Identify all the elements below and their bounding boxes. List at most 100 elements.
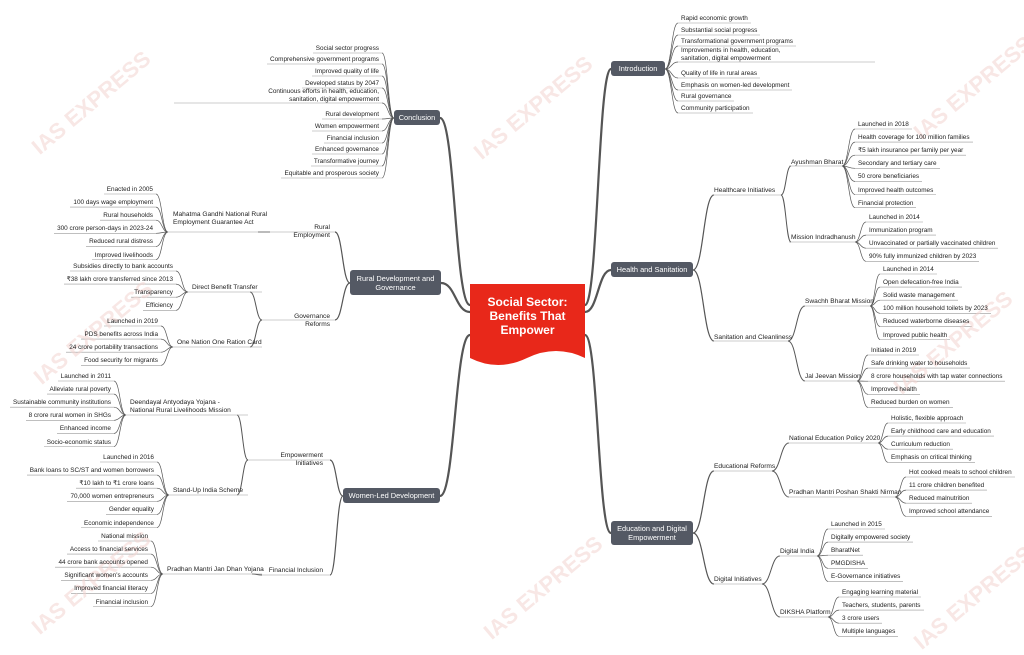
leaf-item[interactable]: Initiated in 2019 (871, 347, 916, 355)
leaf-item[interactable]: Health coverage for 100 million families (858, 134, 970, 142)
leaf-item[interactable]: Secondary and tertiary care (858, 160, 937, 168)
leaf-item[interactable]: Enhanced income (60, 425, 111, 433)
leaf-item[interactable]: Rapid economic growth (681, 15, 748, 23)
leaf-item[interactable]: Significant women's accounts (64, 572, 148, 580)
leaf-item[interactable]: 3 crore users (842, 615, 879, 623)
leaf-item[interactable]: Improved school attendance (909, 508, 989, 516)
leaf-item[interactable]: Efficiency (146, 302, 173, 310)
topic-rural-development-and-governance[interactable]: Rural Development and Governance (350, 270, 441, 295)
leaf-item[interactable]: PMGDISHA (831, 560, 865, 568)
leaf-item[interactable]: 11 crore children benefited (909, 482, 984, 490)
leaf-item[interactable]: Unvaccinated or partially vaccinated chi… (869, 240, 995, 248)
leaf-item[interactable]: Digitally empowered society (831, 534, 910, 542)
leaf-item[interactable]: 100 days wage employment (73, 199, 153, 207)
branch-financial-inclusion[interactable]: Financial Inclusion (268, 567, 323, 575)
branch-rural-employment[interactable]: Rural Employment (282, 224, 330, 240)
leaf-item[interactable]: Launched in 2014 (869, 214, 920, 222)
branch-ayushman-bharat[interactable]: Ayushman Bharat (791, 159, 843, 167)
leaf-item[interactable]: Equitable and prosperous society (285, 170, 380, 178)
leaf-item[interactable]: Rural households (103, 212, 153, 220)
leaf-item[interactable]: Improved public health (883, 332, 947, 340)
leaf-item[interactable]: PDS benefits across India (84, 331, 158, 339)
leaf-item[interactable]: Early childhood care and education (891, 428, 991, 436)
leaf-item[interactable]: 50 crore beneficiaries (858, 173, 919, 181)
leaf-item[interactable]: Financial inclusion (96, 599, 148, 607)
leaf-item[interactable]: Enacted in 2005 (107, 186, 153, 194)
leaf-item[interactable]: Launched in 2015 (831, 521, 882, 529)
leaf-item[interactable]: ₹10 lakh to ₹1 crore loans (79, 480, 154, 488)
leaf-item[interactable]: Social sector progress (316, 45, 379, 53)
topic-women-led-development[interactable]: Women-Led Development (343, 488, 440, 503)
leaf-item[interactable]: Bank loans to SC/ST and women borrowers (30, 467, 154, 475)
leaf-item[interactable]: Reduced waterborne diseases (883, 318, 969, 326)
leaf-item[interactable]: Sustainable community institutions (13, 399, 111, 407)
topic-health-and-sanitation[interactable]: Health and Sanitation (611, 262, 693, 277)
leaf-item[interactable]: Launched in 2019 (107, 318, 158, 326)
branch-direct-benefit-transfer[interactable]: Direct Benefit Transfer (192, 284, 258, 292)
branch-pradhan-mantri-jan-dhan-yojana[interactable]: Pradhan Mantri Jan Dhan Yojana (167, 566, 264, 574)
leaf-item[interactable]: Financial protection (858, 200, 913, 208)
branch-educational-reforms[interactable]: Educational Reforms (714, 463, 775, 471)
branch-digital-initiatives[interactable]: Digital Initiatives (714, 576, 762, 584)
branch-stand-up-india[interactable]: Stand-Up India Scheme (173, 487, 243, 495)
branch-governance-reforms[interactable]: Governance Reforms (270, 313, 330, 329)
branch-mission-indradhanush[interactable]: Mission Indradhanush (791, 234, 856, 242)
leaf-item[interactable]: Transparency (134, 289, 173, 297)
leaf-item[interactable]: 300 crore person-days in 2023-24 (57, 225, 153, 233)
leaf-item[interactable]: 8 crore rural women in SHGs (29, 412, 111, 420)
leaf-item[interactable]: Improved quality of life (315, 68, 379, 76)
leaf-item[interactable]: Launched in 2011 (61, 373, 111, 381)
branch-mgnrega[interactable]: Mahatma Gandhi National Rural Employment… (173, 211, 271, 227)
leaf-item[interactable]: Quality of life in rural areas (681, 70, 757, 78)
branch-sanitation-and-cleanliness[interactable]: Sanitation and Cleanliness (714, 334, 792, 342)
leaf-item[interactable]: BharatNet (831, 547, 860, 555)
leaf-item[interactable]: Teachers, students, parents (842, 602, 921, 610)
leaf-item[interactable]: Reduced malnutrition (909, 495, 969, 503)
leaf-item[interactable]: Economic independence (84, 520, 154, 528)
leaf-item[interactable]: Emphasis on women-led development (681, 82, 789, 90)
leaf-item[interactable]: Launched in 2016 (103, 454, 154, 462)
leaf-item[interactable]: Improved financial literacy (74, 585, 148, 593)
branch-poshan-shakti-nirman[interactable]: Pradhan Mantri Poshan Shakti Nirman (789, 489, 902, 497)
leaf-item[interactable]: 70,000 women entrepreneurs (71, 493, 155, 501)
leaf-item[interactable]: Holistic, flexible approach (891, 415, 963, 423)
leaf-item[interactable]: Improved health outcomes (858, 187, 933, 195)
leaf-item[interactable]: National mission (101, 533, 148, 541)
leaf-item[interactable]: Engaging learning material (842, 589, 918, 597)
leaf-item[interactable]: Alleviate rural poverty (50, 386, 111, 394)
leaf-item[interactable]: Women empowerment (315, 123, 379, 131)
leaf-item[interactable]: Multiple languages (842, 628, 895, 636)
leaf-item[interactable]: Enhanced governance (315, 146, 379, 154)
leaf-item[interactable]: Open defecation-free India (883, 279, 959, 287)
topic-introduction[interactable]: Introduction (611, 61, 665, 76)
topic-conclusion[interactable]: Conclusion (394, 110, 440, 125)
leaf-item[interactable]: Financial inclusion (327, 135, 379, 143)
leaf-item[interactable]: Immunization program (869, 227, 933, 235)
branch-one-nation-one-ration-card[interactable]: One Nation One Ration Card (177, 339, 262, 347)
branch-empowerment-initiatives[interactable]: Empowerment Initiatives (255, 452, 323, 468)
leaf-item[interactable]: Reduced burden on women (871, 399, 950, 407)
branch-jal-jeevan-mission[interactable]: Jal Jeevan Mission (805, 373, 861, 381)
leaf-item[interactable]: 100 million household toilets by 2023 (883, 305, 988, 313)
leaf-item[interactable]: Community participation (681, 105, 750, 113)
leaf-item[interactable]: Hot cooked meals to school children (909, 469, 1012, 477)
branch-healthcare-initiatives[interactable]: Healthcare Initiatives (714, 187, 775, 195)
leaf-item[interactable]: Improvements in health, education, sanit… (681, 47, 801, 63)
leaf-item[interactable]: Comprehensive government programs (270, 56, 379, 64)
branch-national-education-policy[interactable]: National Education Policy 2020 (789, 435, 880, 443)
leaf-item[interactable]: 90% fully immunized children by 2023 (869, 253, 976, 261)
topic-education-and-digital-empowerment[interactable]: Education and Digital Empowerment (611, 521, 693, 545)
leaf-item[interactable]: Curriculum reduction (891, 441, 950, 449)
leaf-item[interactable]: Subsidies directly to bank accounts (73, 263, 173, 271)
leaf-item[interactable]: Launched in 2018 (858, 121, 909, 129)
leaf-item[interactable]: 44 crore bank accounts opened (58, 559, 148, 567)
leaf-item[interactable]: Transformative journey (314, 158, 379, 166)
leaf-item[interactable]: Launched in 2014 (883, 266, 934, 274)
branch-digital-india[interactable]: Digital India (780, 548, 814, 556)
leaf-item[interactable]: Emphasis on critical thinking (891, 454, 972, 462)
leaf-item[interactable]: 24 crore portability transactions (69, 344, 158, 352)
leaf-item[interactable]: Improved livelihoods (95, 252, 153, 260)
leaf-item[interactable]: Gender equality (109, 506, 154, 514)
leaf-item[interactable]: Continuous efforts in health, education,… (261, 88, 379, 104)
leaf-item[interactable]: Rural development (325, 111, 379, 119)
